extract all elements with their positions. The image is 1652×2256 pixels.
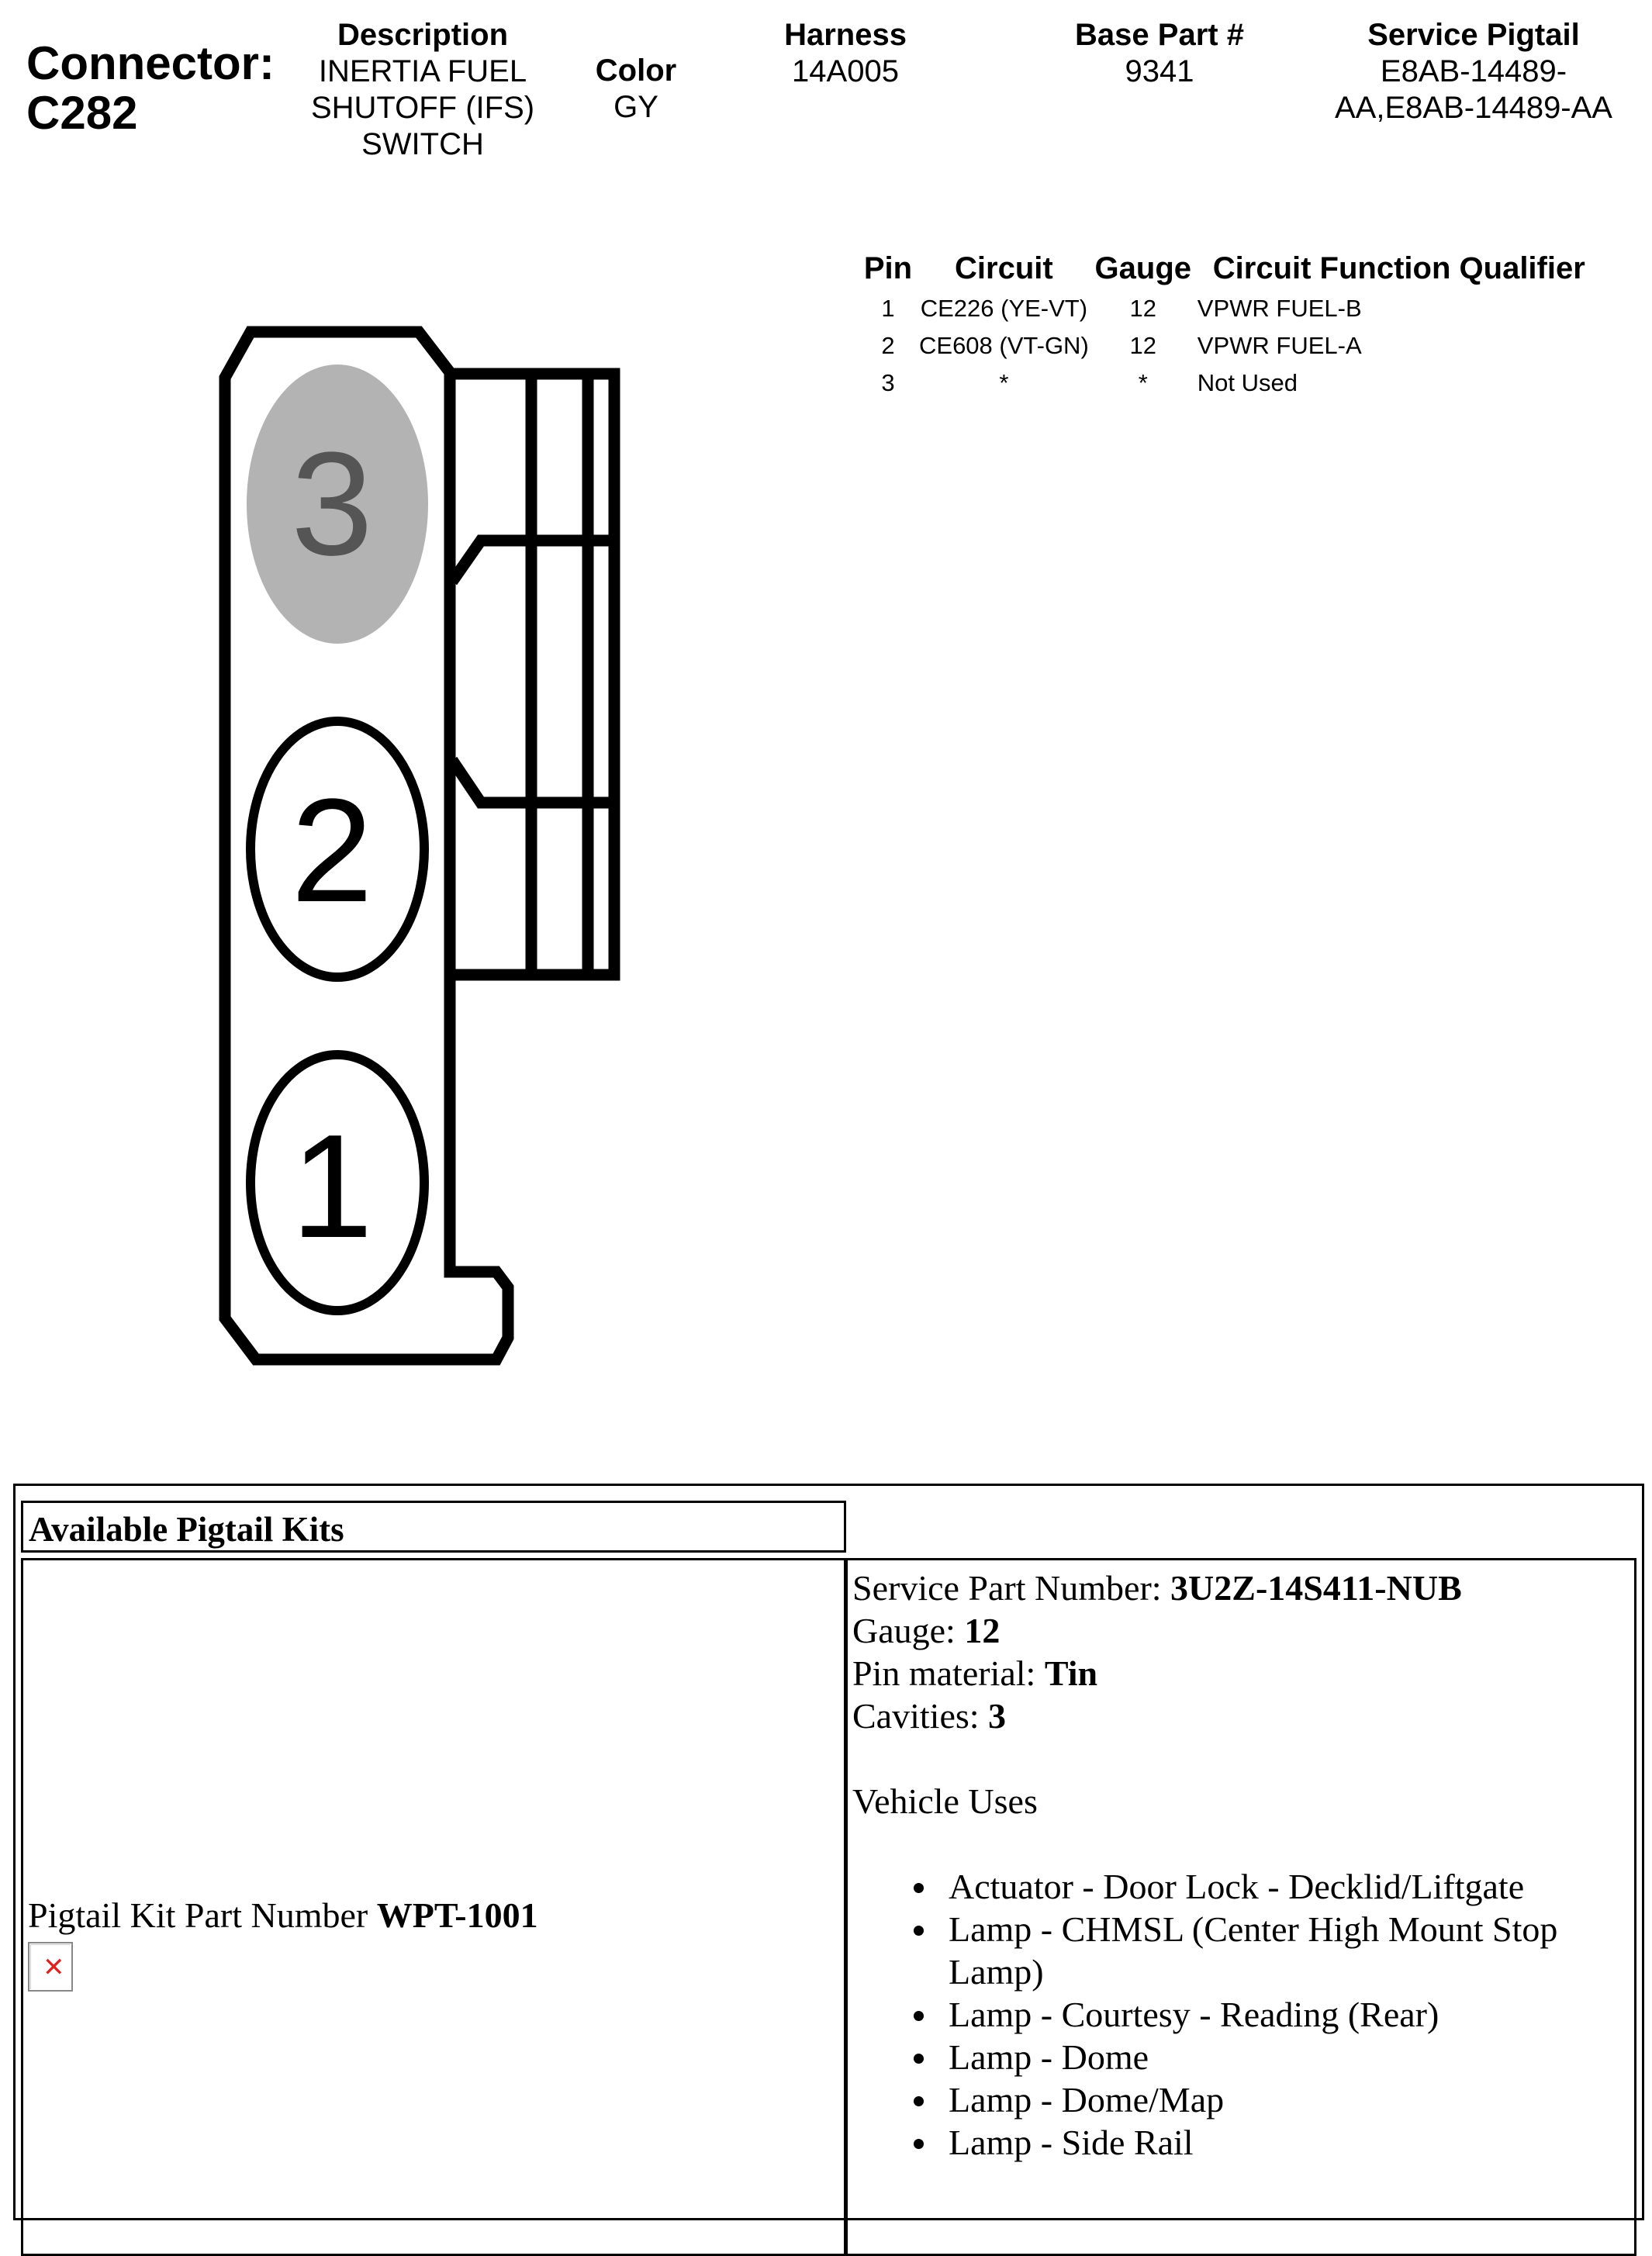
pin-1-cavity — [246, 1050, 429, 1315]
broken-image-icon: ✕ — [28, 1942, 73, 1992]
circuit-header: Circuit — [955, 250, 1053, 285]
connector-outline — [219, 326, 620, 1366]
pin-cavity: 1 — [246, 1050, 429, 1315]
bullet-icon — [914, 1926, 924, 1936]
circuit-cell: * — [999, 369, 1009, 396]
connector-id: C282 — [26, 87, 138, 139]
cavities-value: 3 — [988, 1696, 1007, 1736]
pigtail-kit-part-number: Pigtail Kit Part Number WPT-1001 — [28, 1894, 538, 1936]
gauge-value: 12 — [964, 1611, 1001, 1650]
service-part-value: 3U2Z-14S411-NUB — [1170, 1568, 1462, 1608]
pin-cell: 2 — [881, 332, 895, 359]
vehicle-uses-title: Vehicle Uses — [852, 1781, 1038, 1821]
vehicle-uses-list: Actuator - Door Lock - Decklid/Liftgate … — [852, 1865, 1631, 2164]
service-pigtail-line: E8AB-14489- — [1380, 54, 1567, 88]
pin-table-header-row: Pin Circuit Gauge Circuit Function Quali… — [857, 247, 1601, 290]
base-part-heading: Base Part # — [1075, 18, 1244, 52]
gauge-label: Gauge: — [852, 1611, 965, 1650]
vehicle-use-text: Lamp - Dome/Map — [949, 2080, 1225, 2120]
service-pigtail-line: AA,E8AB-14489-AA — [1335, 91, 1612, 125]
bullet-icon — [914, 2011, 924, 2021]
pin-material-label: Pin material: — [852, 1653, 1045, 1693]
color-column: Color GY — [558, 53, 714, 126]
list-item: Lamp - Courtesy - Reading (Rear) — [852, 1993, 1631, 2036]
color-value: GY — [613, 90, 658, 124]
pigtail-kit-cell: Pigtail Kit Part Number WPT-1001 ✕ — [21, 1558, 846, 2256]
gauge-line: Gauge: 12 — [852, 1609, 1631, 1652]
pin-cell: 1 — [881, 295, 895, 322]
base-part-value: 9341 — [1125, 54, 1194, 88]
pin-3-cavity — [247, 364, 428, 644]
list-item: Lamp - Dome — [852, 2036, 1631, 2078]
connector-label: Connector: — [26, 37, 275, 89]
pin-cavity: 2 — [246, 717, 429, 982]
function-header: Circuit Function Qualifier — [1212, 250, 1585, 285]
harness-column: Harness 14A005 — [745, 17, 946, 90]
service-part-label: Service Part Number: — [852, 1568, 1171, 1608]
description-heading: Description — [337, 18, 509, 52]
bullet-icon — [914, 2139, 924, 2149]
pin-2-label: 2 — [291, 769, 373, 933]
gauge-header: Gauge — [1094, 250, 1192, 285]
color-heading: Color — [595, 54, 677, 88]
pigtail-kits-heading: Available Pigtail Kits — [21, 1501, 846, 1553]
circuit-cell: CE608 (VT-GN) — [919, 332, 1089, 359]
pin-2-cavity — [246, 717, 429, 982]
list-item: Lamp - Side Rail — [852, 2121, 1631, 2164]
pigtail-kit-part-label: Pigtail Kit Part Number — [28, 1895, 377, 1935]
pin-header: Pin — [863, 250, 913, 285]
connector-face-diagram: 3 2 1 — [219, 326, 620, 1366]
list-item: Lamp - Dome/Map — [852, 2078, 1631, 2121]
gauge-cell: 12 — [1129, 295, 1157, 322]
service-pigtail-column: Service Pigtail E8AB-14489- AA,E8AB-1448… — [1303, 17, 1644, 126]
function-cell: VPWR FUEL-A — [1197, 332, 1362, 359]
pin-table: Pin Circuit Gauge Circuit Function Quali… — [857, 247, 1601, 402]
description-line: SWITCH — [361, 127, 484, 161]
bullet-icon — [914, 1883, 924, 1893]
base-part-column: Base Part # 9341 — [1047, 17, 1272, 90]
pigtail-kit-part-value: WPT-1001 — [376, 1895, 538, 1935]
service-part-cell: Service Part Number: 3U2Z-14S411-NUB Gau… — [845, 1558, 1636, 2256]
table-row: 2 CE608 (VT-GN) 12 VPWR FUEL-A — [857, 327, 1601, 364]
service-part-number: Service Part Number: 3U2Z-14S411-NUB — [852, 1567, 1631, 1609]
harness-value: 14A005 — [792, 54, 899, 88]
cavities-line: Cavities: 3 — [852, 1695, 1631, 1737]
pin-3-label: 3 — [291, 422, 373, 586]
table-row: 1 CE226 (YE-VT) 12 VPWR FUEL-B — [857, 290, 1601, 327]
pin-1-label: 1 — [291, 1104, 373, 1269]
pigtail-kits-table: Available Pigtail Kits Pigtail Kit Part … — [13, 1484, 1644, 2256]
vehicle-use-text: Lamp - Courtesy - Reading (Rear) — [949, 1995, 1439, 2034]
vehicle-use-text: Lamp - CHMSL (Center High Mount Stop Lam… — [949, 1909, 1558, 1992]
function-cell: Not Used — [1197, 369, 1298, 396]
bullet-icon — [914, 2096, 924, 2106]
pin-material-line: Pin material: Tin — [852, 1652, 1631, 1695]
description-column: Description INERTIA FUEL SHUTOFF (IFS) S… — [287, 17, 558, 163]
vehicle-use-text: Actuator - Door Lock - Decklid/Liftgate — [949, 1867, 1525, 1906]
harness-heading: Harness — [784, 18, 907, 52]
description-line: SHUTOFF (IFS) — [310, 91, 535, 125]
list-item: Lamp - CHMSL (Center High Mount Stop Lam… — [852, 1908, 1631, 1993]
cavities-label: Cavities: — [852, 1696, 989, 1736]
circuit-cell: CE226 (YE-VT) — [920, 295, 1088, 322]
list-item: Actuator - Door Lock - Decklid/Liftgate — [852, 1865, 1631, 1908]
bullet-icon — [914, 2054, 924, 2064]
service-pigtail-heading: Service Pigtail — [1367, 18, 1580, 52]
description-line: INERTIA FUEL — [318, 54, 527, 88]
connector-title: Connector: C282 — [26, 39, 275, 138]
table-row: 3 * * Not Used — [857, 364, 1601, 402]
gauge-cell: * — [1138, 369, 1148, 396]
gauge-cell: 12 — [1129, 332, 1157, 359]
pin-cavity: 3 — [247, 364, 428, 644]
vehicle-use-text: Lamp - Dome — [949, 2037, 1149, 2077]
pin-cell: 3 — [881, 369, 895, 396]
vehicle-use-text: Lamp - Side Rail — [949, 2123, 1194, 2162]
function-cell: VPWR FUEL-B — [1197, 295, 1362, 322]
pin-material-value: Tin — [1044, 1653, 1098, 1693]
